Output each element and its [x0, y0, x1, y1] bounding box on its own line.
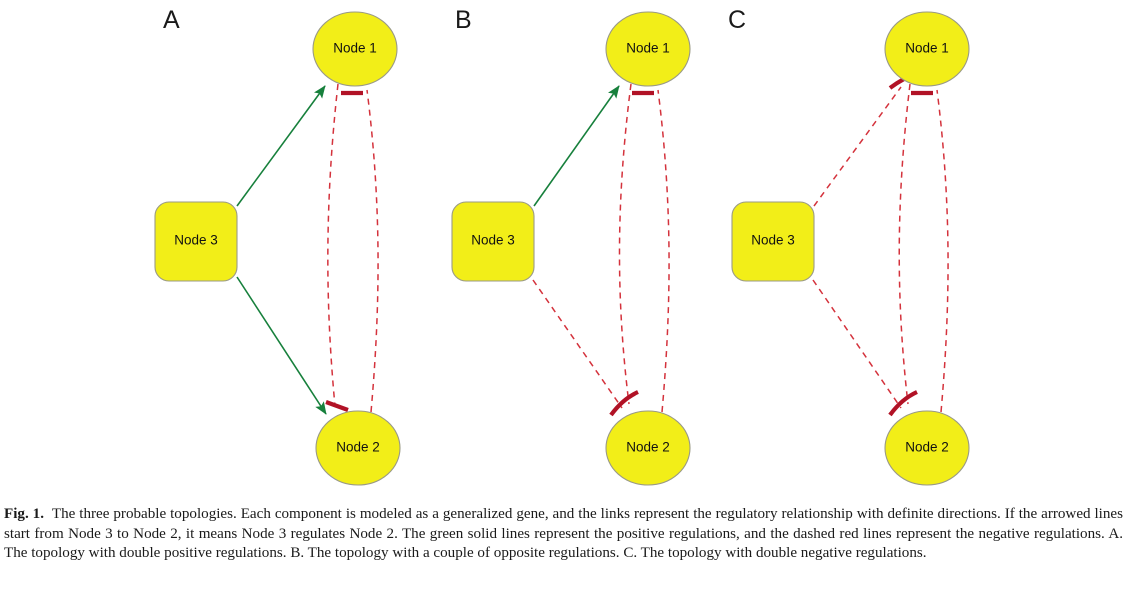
panel-b-edges: [532, 83, 670, 417]
edge-node1-to-node2-inhibition[interactable]: [327, 83, 339, 407]
node3-rect[interactable]: [731, 201, 815, 282]
tbar-head-at-node2: [888, 390, 918, 417]
edge-node3-to-node1-activation[interactable]: [533, 85, 620, 207]
node-node2-a[interactable]: Node 2: [315, 410, 401, 486]
node3-label: Node 3: [751, 233, 795, 248]
node2-label: Node 2: [626, 440, 670, 455]
node1-label: Node 1: [333, 41, 377, 56]
node-node1-a[interactable]: Node 1: [312, 11, 398, 87]
panel-label-b: B: [455, 6, 472, 34]
node-node2-b[interactable]: Node 2: [605, 410, 691, 486]
tbar-head-at-node2: [609, 390, 639, 417]
edge-node3-to-node1-activation[interactable]: [236, 85, 326, 207]
node2-label: Node 2: [336, 440, 380, 455]
node-node1-c[interactable]: Node 1: [884, 11, 970, 87]
node-node3-a[interactable]: Node 3: [154, 201, 238, 282]
panel-a-edges: [236, 83, 379, 415]
topology-diagram: A Node 1 Node 2 Node 3 B: [154, 6, 970, 486]
node3-label: Node 3: [471, 233, 515, 248]
edge-node1-to-node2-inhibition[interactable]: [898, 83, 911, 405]
node2-ellipse[interactable]: [884, 410, 970, 486]
figure-caption: Fig. 1. The three probable topologies. E…: [0, 505, 1127, 564]
node2-label: Node 2: [905, 440, 949, 455]
panel-a: A Node 1 Node 2 Node 3: [154, 6, 401, 486]
edge-node2-to-node1-inhibition[interactable]: [366, 89, 379, 413]
edge-node2-to-node1-inhibition[interactable]: [936, 89, 949, 413]
figure-panel-container: A Node 1 Node 2 Node 3 B: [154, 6, 970, 486]
panel-label-a: A: [163, 6, 180, 34]
node1-ellipse[interactable]: [884, 11, 970, 87]
figure-number: Fig. 1.: [4, 506, 44, 522]
edge-node3-to-node1-inhibition[interactable]: [813, 86, 902, 207]
node1-ellipse[interactable]: [605, 11, 691, 87]
panel-label-c: C: [728, 6, 746, 34]
node1-label: Node 1: [626, 41, 670, 56]
panel-c: C Node 1 Node 2 Node 3: [728, 6, 970, 486]
panel-c-edges: [812, 71, 949, 417]
node3-rect[interactable]: [154, 201, 238, 282]
edge-node3-to-node2-activation[interactable]: [236, 276, 327, 415]
edge-node2-to-node1-inhibition[interactable]: [657, 89, 670, 413]
node-node3-b[interactable]: Node 3: [451, 201, 535, 282]
node3-label: Node 3: [174, 233, 218, 248]
edge-node3-to-node2-inhibition[interactable]: [812, 279, 902, 409]
node2-ellipse[interactable]: [605, 410, 691, 486]
node3-rect[interactable]: [451, 201, 535, 282]
edge-node1-to-node2-inhibition[interactable]: [618, 83, 632, 405]
node1-label: Node 1: [905, 41, 949, 56]
panel-b: B Node 1 Node 2 Node 3: [451, 6, 691, 486]
node-node2-c[interactable]: Node 2: [884, 410, 970, 486]
node2-ellipse[interactable]: [315, 410, 401, 486]
node1-ellipse[interactable]: [312, 11, 398, 87]
node-node3-c[interactable]: Node 3: [731, 201, 815, 282]
caption-text: The three probable topologies. Each comp…: [4, 506, 1124, 562]
node-node1-b[interactable]: Node 1: [605, 11, 691, 87]
edge-node3-to-node2-inhibition[interactable]: [532, 279, 623, 409]
tbar-head-at-node2: [325, 400, 349, 412]
